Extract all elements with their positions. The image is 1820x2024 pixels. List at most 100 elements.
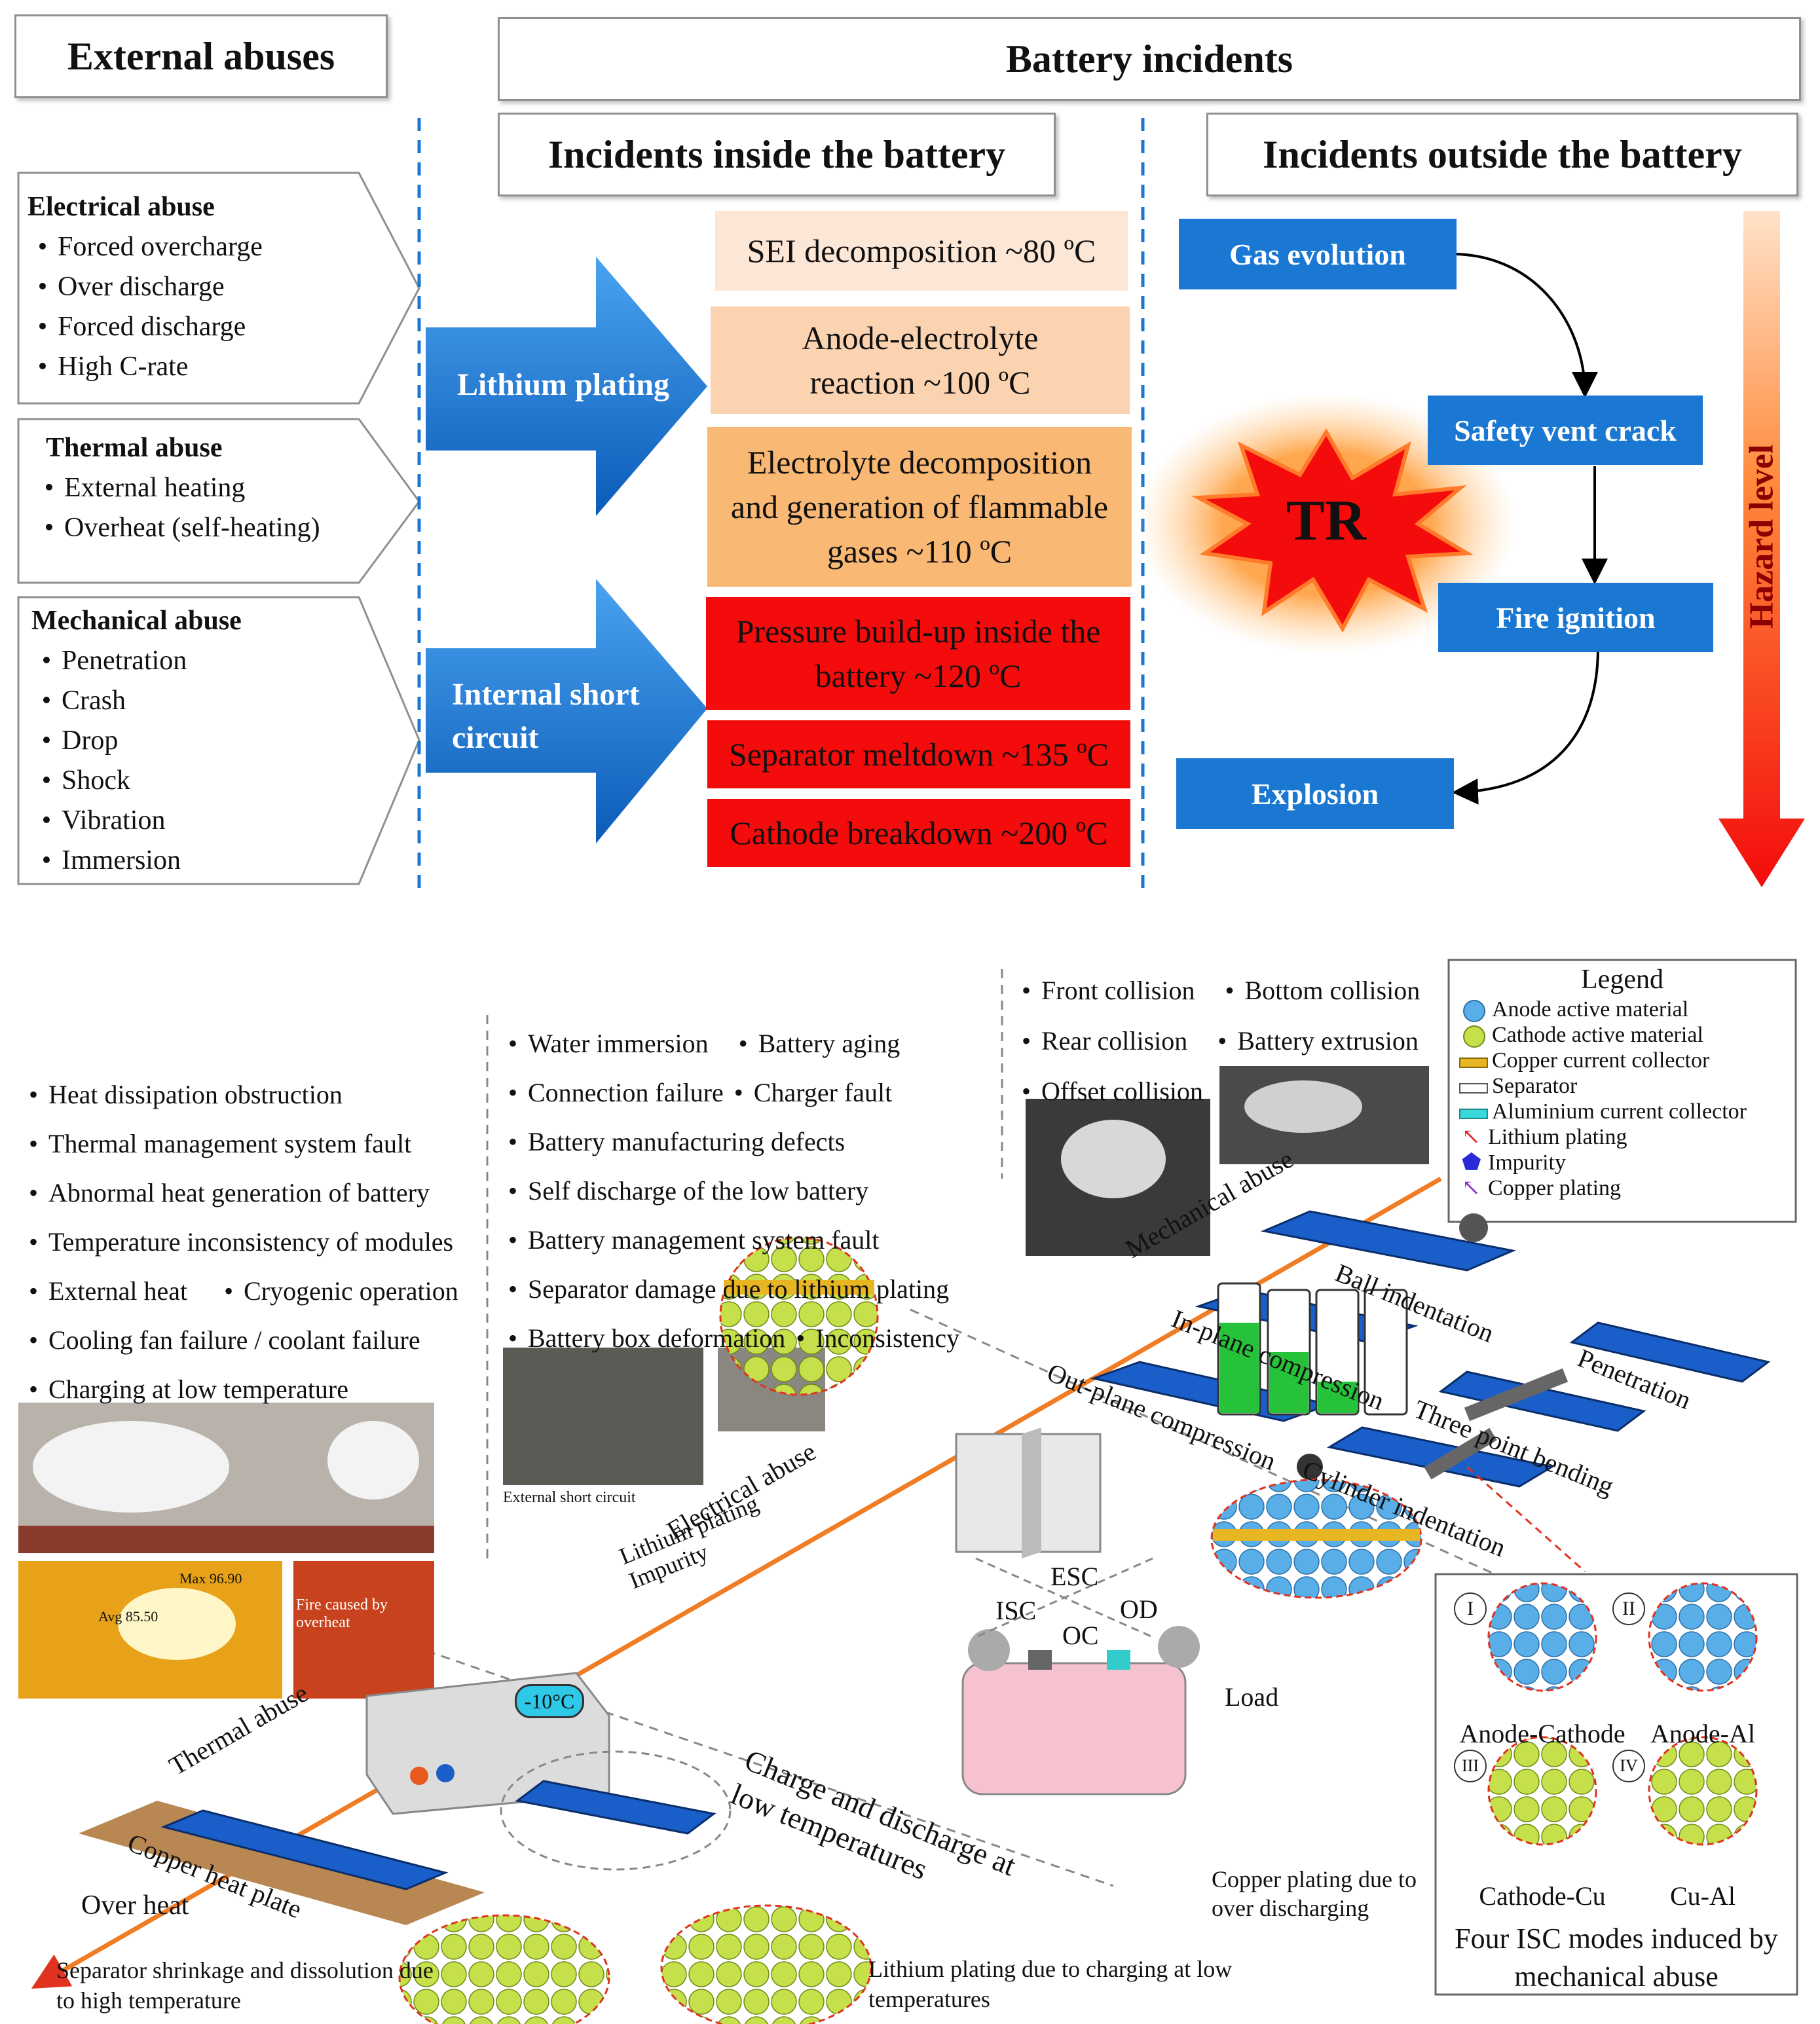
external-abuses-header: External abuses [14, 14, 388, 98]
isc-caption: Four ISC modes induced by mechanical abu… [1455, 1923, 1778, 1993]
esc-caption: External short circuit [503, 1489, 636, 1506]
list-item-pair: Rear collisionBattery extrusion [1011, 1016, 1420, 1066]
list-item: Temperature inconsistency of modules [18, 1217, 458, 1266]
list-item-pair: Water immersionBattery aging [498, 1019, 959, 1068]
list-item: Forced discharge [28, 307, 263, 347]
legend-item: ↖Copper plating [1462, 1176, 1622, 1201]
list-item: Heat dissipation obstruction [18, 1070, 458, 1119]
legend-title: Legend [1581, 965, 1663, 995]
electrical-abuse-title: Electrical abuse [28, 192, 215, 222]
isc-mode-3-num: III [1454, 1750, 1487, 1782]
list-item: Immersion [31, 841, 242, 881]
inside-step-electrolyte: Electrolyte decomposition and generation… [707, 427, 1132, 587]
isc-mode-1-label: Anode-Cathode [1459, 1719, 1625, 1748]
aluminium-collector-icon [1459, 1108, 1488, 1119]
list-item: Forced overcharge [28, 227, 263, 267]
thermal-max-label: Max 96.90 [179, 1570, 242, 1587]
esc-photo-1 [503, 1348, 703, 1485]
list-item: External heating [34, 468, 320, 508]
list-item-pair: External heatCryogenic operation [18, 1266, 458, 1316]
copper-plating-icon: ↖ [1462, 1176, 1481, 1201]
thermal-abuse-list: Thermal abuse External heating Overheat … [34, 428, 320, 548]
list-item: Crash [31, 681, 242, 721]
inside-step-pressure: Pressure build-up inside the battery ~12… [706, 597, 1130, 710]
inside-step-separator: Separator meltdown ~135 ºC [707, 720, 1130, 788]
list-item: Thermal management system fault [18, 1119, 458, 1168]
thermal-abuse-title: Thermal abuse [46, 433, 223, 463]
list-item: Battery management system fault [498, 1215, 959, 1264]
battery-incidents-header: Battery incidents [498, 17, 1801, 101]
mechanical-causes-list: Front collisionBottom collision Rear col… [1011, 965, 1420, 1116]
legend-item: ↖Lithium plating [1462, 1125, 1627, 1150]
list-item: Penetration [31, 641, 242, 681]
lp-caption: Lithium plating due to charging at low t… [868, 1956, 1233, 2012]
isc-mode-4-label: Cu-Al [1670, 1881, 1736, 1911]
load-label: Load [1225, 1682, 1279, 1712]
list-item: Overheat (self-heating) [34, 508, 320, 548]
safety-vent-box: Safety vent crack [1428, 396, 1703, 465]
fire-caption: Fire caused by overheat [296, 1596, 388, 1631]
gas-evolution-box: Gas evolution [1179, 219, 1457, 289]
inside-step-anode: Anode-electrolyte reaction ~100 ºC [711, 306, 1130, 414]
isc-mode-3-label: Cathode-Cu [1479, 1881, 1606, 1911]
list-item-pair: Battery box deformationInconsistency [498, 1314, 959, 1363]
hazard-level-label: Hazard level [1743, 444, 1781, 629]
mode-od: OD [1120, 1594, 1158, 1624]
list-item: Cooling fan failure / coolant failure [18, 1316, 458, 1365]
list-item: Battery manufacturing defects [498, 1117, 959, 1166]
isc-mode-2-label: Anode-Al [1650, 1719, 1755, 1748]
list-item: Charging at low temperature [18, 1365, 458, 1414]
explosion-box: Explosion [1176, 758, 1454, 829]
hazard-level-arrow [1718, 211, 1805, 887]
legend-item: Copper current collector [1455, 1048, 1789, 1073]
tr-starburst [1191, 428, 1474, 633]
mechanical-abuse-list: Mechanical abuse Penetration Crash Drop … [31, 601, 242, 881]
over-heat-label: Over heat [81, 1890, 189, 1921]
list-item: Vibration [31, 801, 242, 841]
impurity-icon: ⬟ [1462, 1150, 1481, 1175]
legend-item: Anode active material [1455, 997, 1789, 1023]
list-item: Abnormal heat generation of battery [18, 1168, 458, 1217]
tr-label: TR [1286, 489, 1367, 553]
list-item: Drop [31, 721, 242, 761]
list-item: Over discharge [28, 267, 263, 307]
lithium-plating-label: Lithium plating [456, 367, 670, 402]
lithium-plating-arrow [426, 257, 707, 516]
legend-item: ⬟Impurity [1462, 1150, 1566, 1175]
list-item: High C-rate [28, 347, 263, 387]
isc-label: Internal short circuit [452, 677, 640, 755]
mode-esc: ESC [1050, 1562, 1099, 1591]
mode-isc: ISC [995, 1596, 1037, 1625]
isc-arrow [426, 579, 707, 843]
mode-oc: OC [1062, 1621, 1099, 1650]
lithium-plating-icon: ↖ [1462, 1125, 1481, 1150]
copper-caption: Copper plating due to over discharging [1212, 1866, 1417, 1921]
list-item-pair: Front collisionBottom collision [1011, 965, 1420, 1016]
legend-item: Cathode active material [1455, 1022, 1789, 1048]
outside-header: Incidents outside the battery [1206, 113, 1798, 196]
isc-mode-4-num: IV [1612, 1750, 1645, 1782]
electrical-causes-list: Water immersionBattery aging Connection … [498, 1019, 959, 1363]
battery-gauges [1217, 1282, 1408, 1480]
list-item: Separator damage due to lithium plating [498, 1264, 959, 1314]
electrical-abuse-list: Electrical abuse Forced overcharge Over … [28, 187, 263, 387]
legend: Legend Anode active material Cathode act… [1455, 963, 1789, 1201]
list-item-pair: Connection failureCharger fault [498, 1068, 959, 1117]
temp-badge: -10°C [515, 1684, 584, 1718]
isc-mode-1-num: I [1454, 1592, 1487, 1625]
fire-ignition-box: Fire ignition [1438, 583, 1713, 652]
anode-icon [1463, 1000, 1485, 1023]
separator-caption: Separator shrinkage and dissolution due … [56, 1957, 434, 2014]
separator-icon [1459, 1082, 1488, 1094]
list-item: Shock [31, 761, 242, 801]
legend-item: Separator [1455, 1073, 1789, 1099]
list-item: Self discharge of the low battery [498, 1166, 959, 1215]
copper-collector-icon [1459, 1057, 1488, 1068]
inside-header: Incidents inside the battery [498, 113, 1056, 196]
legend-item: Aluminium current collector [1455, 1099, 1789, 1124]
inside-step-sei: SEI decomposition ~80 ºC [715, 211, 1128, 291]
isc-mode-2-num: II [1612, 1592, 1645, 1625]
cathode-icon [1463, 1025, 1485, 1048]
thermal-avg-label: Avg 85.50 [98, 1608, 158, 1625]
